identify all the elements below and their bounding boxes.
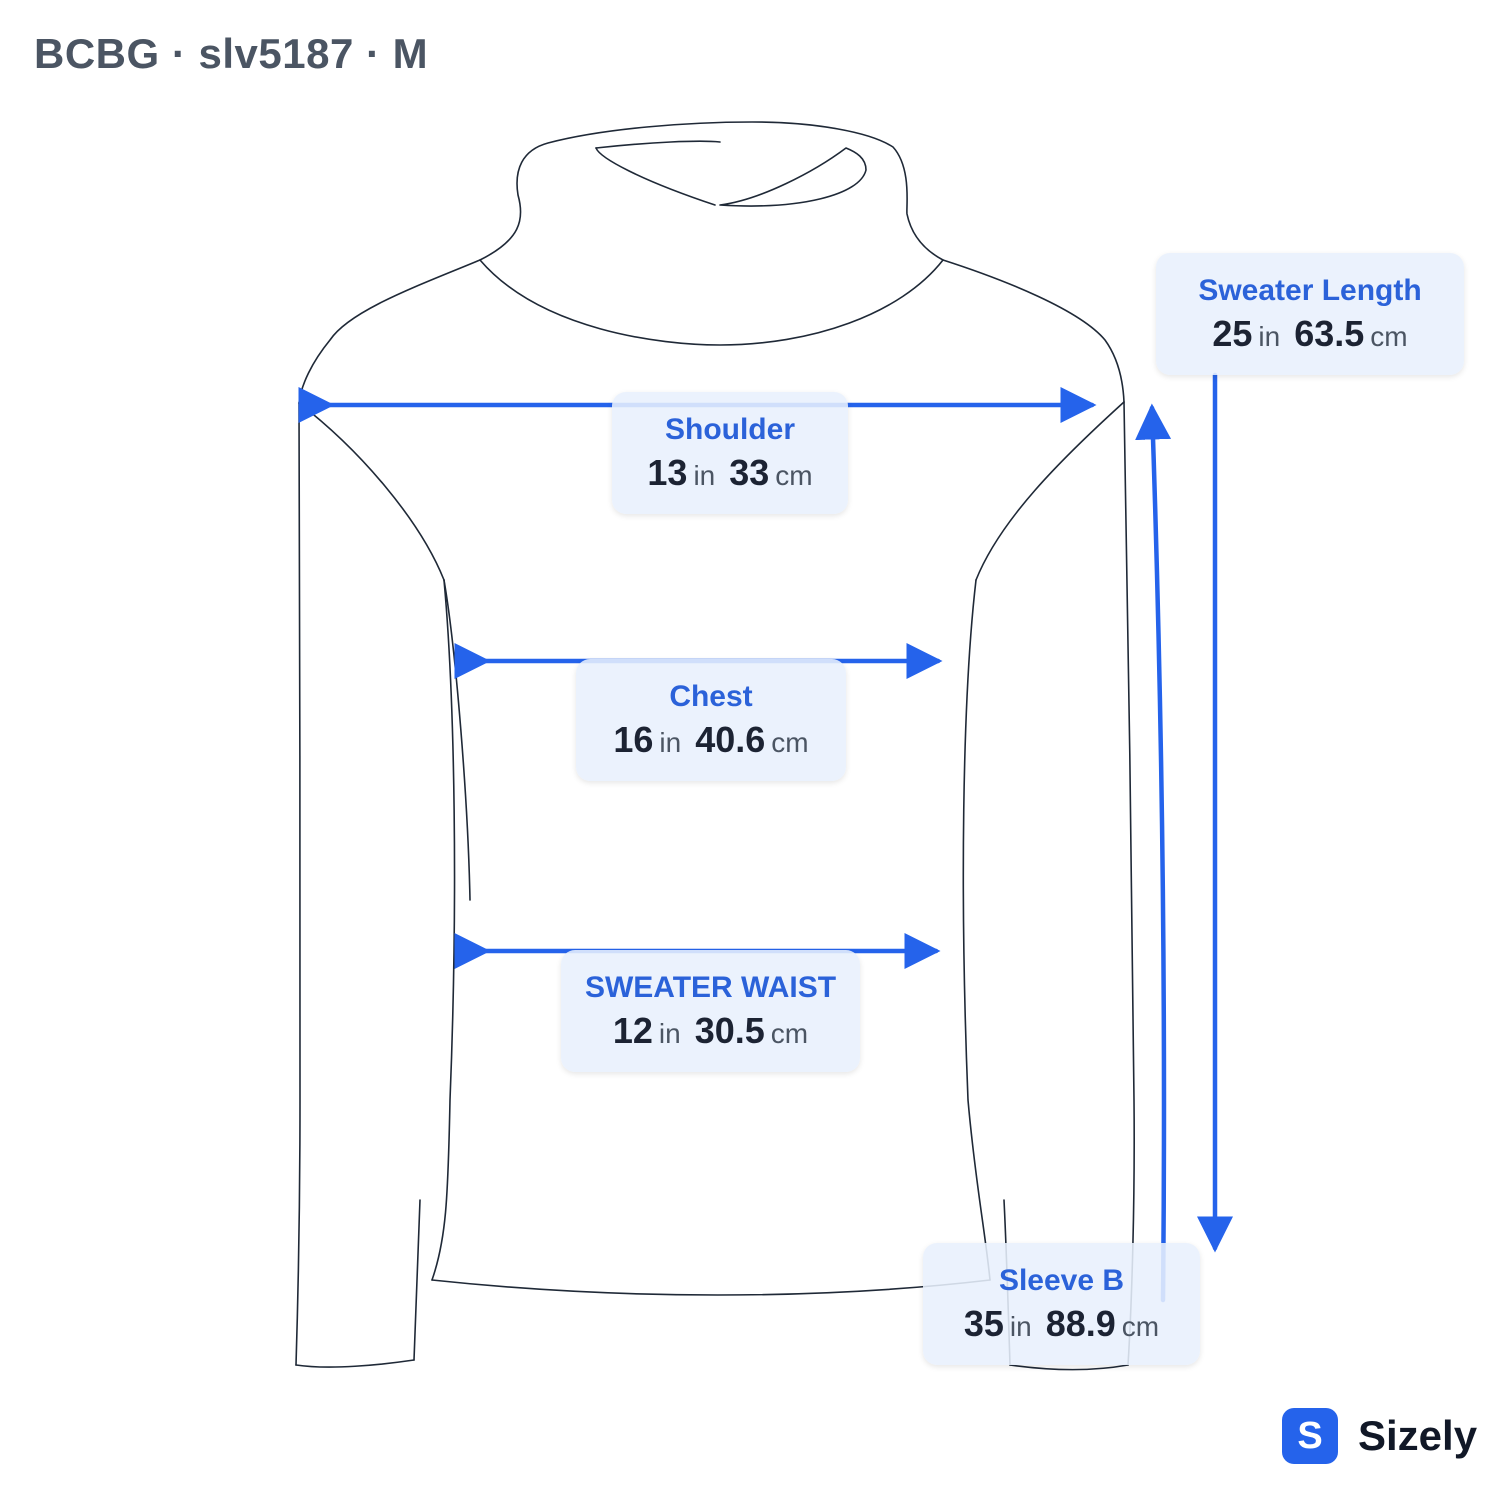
- sleeve-cm-unit: cm: [1121, 1310, 1160, 1342]
- right-armhole: [975, 401, 1125, 581]
- collar-outline: [479, 121, 944, 261]
- sleeve-arrow: [1135, 403, 1172, 1303]
- shoulder-label: Shoulder: [664, 413, 795, 447]
- collar-fold: [479, 259, 944, 346]
- sizely-logo-icon: S: [1282, 1408, 1338, 1464]
- left-sleeve-inner: [443, 579, 471, 901]
- shoulder-cm-unit: cm: [775, 459, 813, 491]
- chest-cm-unit: cm: [771, 726, 809, 758]
- waist-inches: 12: [612, 1009, 653, 1051]
- left-shoulder: [298, 259, 481, 404]
- length-inch-unit: in: [1258, 320, 1281, 352]
- chest-centimeters: 40.6: [695, 718, 766, 760]
- collar-top-line: [595, 140, 721, 149]
- length-label: Sweater Length: [1198, 274, 1422, 308]
- right-shoulder: [942, 259, 1125, 403]
- waist-centimeters: 30.5: [694, 1009, 765, 1051]
- left-cuff-side: [413, 1199, 421, 1361]
- chest-label: Chest: [669, 680, 753, 714]
- sweater-outline: [295, 121, 1135, 1371]
- shoulder-inch-unit: in: [693, 459, 716, 491]
- waist-cm-unit: cm: [770, 1017, 809, 1049]
- sleeve-inches: 35: [963, 1302, 1004, 1344]
- length-cm-unit: cm: [1370, 320, 1408, 352]
- left-armhole: [298, 402, 445, 581]
- right-inner-arm: [962, 579, 991, 1281]
- waist-label: SWEATER WAIST: [584, 971, 837, 1005]
- hem: [431, 1279, 991, 1296]
- shoulder-inches: 13: [647, 451, 688, 493]
- chest-inches: 16: [613, 718, 654, 760]
- left-cuff: [295, 1359, 415, 1368]
- page-title: BCBG · slv5187 · M: [34, 30, 429, 77]
- right-cuff: [1009, 1364, 1129, 1371]
- length-inches: 25: [1212, 312, 1253, 354]
- sleeve-label: Sleeve B: [998, 1264, 1125, 1298]
- collar-inner-right: [719, 147, 867, 207]
- chest-inch-unit: in: [659, 726, 682, 758]
- waist-inch-unit: in: [658, 1017, 681, 1049]
- left-outer-arm: [295, 402, 301, 1366]
- sleeve-centimeters: 88.9: [1045, 1302, 1116, 1344]
- shoulder-centimeters: 33: [729, 451, 770, 493]
- brand-name: Sizely: [1358, 1412, 1478, 1459]
- length-centimeters: 63.5: [1294, 312, 1365, 354]
- right-outer-arm: [1123, 401, 1135, 1366]
- left-inner-arm: [431, 579, 456, 1281]
- collar-inner-left: [595, 147, 716, 206]
- brand-logo: S Sizely: [1282, 1408, 1477, 1464]
- sleeve-inch-unit: in: [1009, 1310, 1032, 1342]
